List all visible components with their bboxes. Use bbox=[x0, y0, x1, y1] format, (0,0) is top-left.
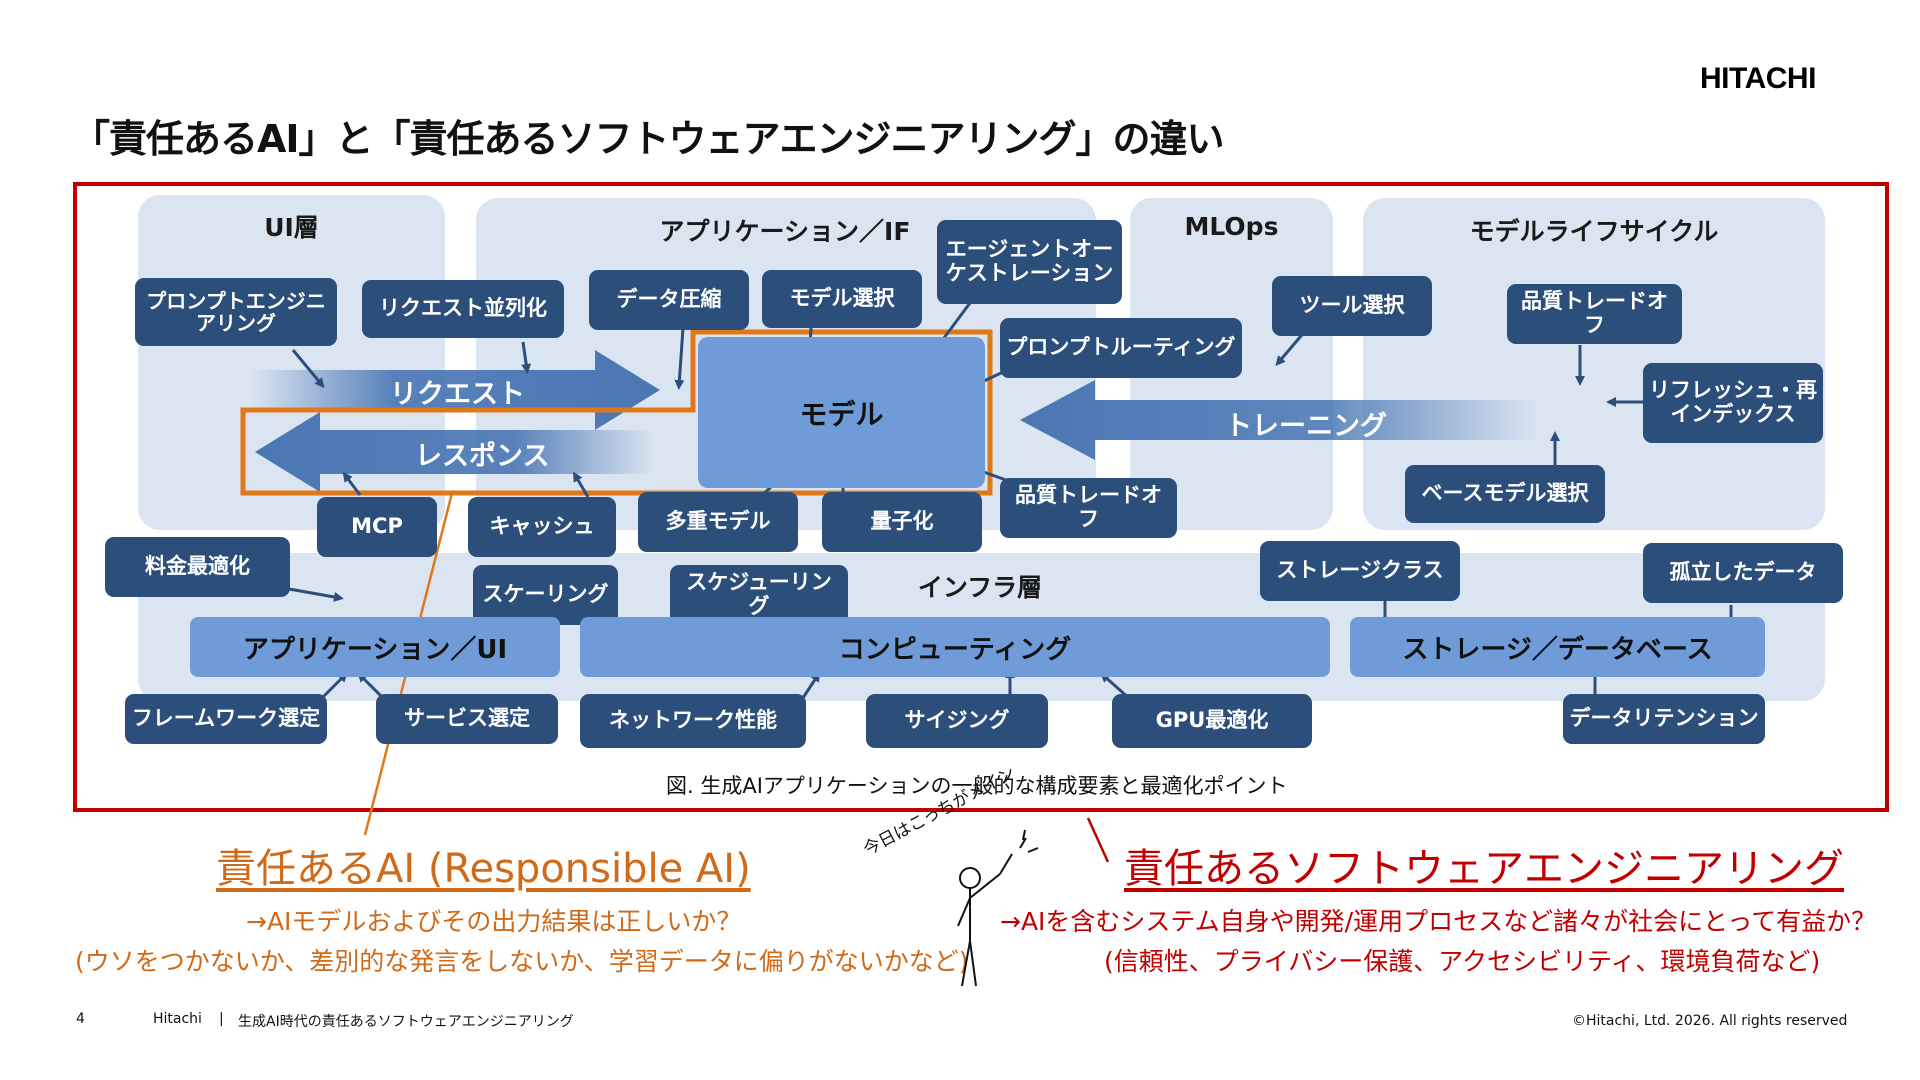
training-arrow bbox=[1020, 380, 1540, 460]
tag-refresh-reindex: リフレッシュ・再インデックス bbox=[1643, 363, 1823, 443]
responsible-se-line2: (信頼性、プライバシー保護、アクセシビリティ、環境負荷など) bbox=[1104, 947, 1821, 976]
footer-company: Hitachi bbox=[153, 1011, 202, 1027]
tag-sizing: サイジング bbox=[866, 694, 1048, 748]
responsible-ai-title: 責任あるAI (Responsible AI) bbox=[216, 846, 751, 892]
bar-storage-db: ストレージ／データベース bbox=[1350, 617, 1765, 677]
response-arrow bbox=[255, 412, 655, 492]
ui-layer-title: UI層 bbox=[264, 213, 319, 242]
hitachi-logo: HITACHI bbox=[1700, 62, 1816, 95]
responsible-se-pointer bbox=[1086, 817, 1110, 863]
tag-framework-selection: フレームワーク選定 bbox=[125, 694, 327, 744]
responsible-ai-line1: →AIモデルおよびその出力結果は正しいか？ bbox=[246, 907, 742, 936]
tag-model-selection: モデル選択 bbox=[762, 270, 922, 328]
tag-network-performance: ネットワーク性能 bbox=[580, 694, 806, 748]
tag-mcp: MCP bbox=[317, 497, 437, 557]
tag-storage-class: ストレージクラス bbox=[1260, 541, 1460, 601]
tag-cache: キャッシュ bbox=[468, 497, 616, 557]
page-title: 「責任あるAI」と「責任あるソフトウェアエンジニアリング」の違い bbox=[72, 117, 1225, 161]
bar-computing: コンピューティング bbox=[580, 617, 1330, 677]
tag-data-compression: データ圧縮 bbox=[589, 270, 749, 330]
infra-layer-title: インフラ層 bbox=[917, 573, 1043, 602]
tag-isolated-data: 孤立したデータ bbox=[1643, 543, 1843, 603]
tag-quality-tradeoff-bottom: 品質トレードオフ bbox=[1000, 478, 1177, 538]
tag-multi-model: 多重モデル bbox=[638, 492, 798, 552]
tag-gpu-optimization: GPU最適化 bbox=[1112, 694, 1312, 748]
mlops-layer-title: MLOps bbox=[1184, 212, 1279, 241]
training-label: トレーニング bbox=[1225, 411, 1387, 442]
diagram-frame bbox=[73, 182, 1889, 812]
bar-app-ui: アプリケーション／UI bbox=[190, 617, 560, 677]
tag-agent-orchestration: エージェントオーケストレーション bbox=[937, 220, 1122, 304]
stick-figure-illustration bbox=[957, 829, 1039, 987]
tag-data-retention: データリテンション bbox=[1563, 694, 1765, 744]
responsible-se-line1: →AIを含むシステム自身や開発/運用プロセスなど諸々が社会にとって有益か？ bbox=[1000, 907, 1877, 936]
tag-tool-selection: ツール選択 bbox=[1272, 276, 1432, 336]
tag-scheduling: スケジューリング bbox=[670, 565, 848, 625]
tag-scaling: スケーリング bbox=[473, 565, 618, 625]
responsible-ai-line2: (ウソをつかないか、差別的な発言をしないか、学習データに偏りがないかなど) bbox=[75, 947, 969, 976]
footer-copyright: ©Hitachi, Ltd. 2026. All rights reserved bbox=[1572, 1013, 1848, 1029]
tag-price-optimization: 料金最適化 bbox=[105, 537, 290, 597]
app-if-layer-title: アプリケーション／IF bbox=[659, 217, 911, 246]
lifecycle-layer-title: モデルライフサイクル bbox=[1469, 217, 1719, 246]
tag-service-selection: サービス選定 bbox=[376, 694, 558, 744]
footer-separator: | bbox=[219, 1011, 224, 1027]
tag-base-model-selection: ベースモデル選択 bbox=[1405, 465, 1605, 523]
responsible-se-title: 責任あるソフトウェアエンジニアリング bbox=[1124, 846, 1844, 892]
model-box: モデル bbox=[698, 337, 985, 488]
tag-request-parallel: リクエスト並列化 bbox=[362, 280, 564, 338]
figure-caption: 図. 生成AIアプリケーションの一般的な構成要素と最適化ポイント bbox=[666, 774, 1288, 798]
tag-quality-tradeoff-top: 品質トレードオフ bbox=[1507, 284, 1682, 344]
footer-doc-title: 生成AI時代の責任あるソフトウェアエンジニアリング bbox=[238, 1014, 574, 1030]
footer-page-number: 4 bbox=[76, 1011, 85, 1027]
response-label: レスポンス bbox=[415, 441, 550, 472]
tag-prompt-routing: プロンプトルーティング bbox=[1000, 318, 1242, 378]
tag-quantization: 量子化 bbox=[822, 492, 982, 552]
tag-prompt-engineering: プロンプトエンジニアリング bbox=[135, 278, 337, 346]
request-label: リクエスト bbox=[390, 379, 525, 410]
model-highlight-outline bbox=[240, 329, 993, 496]
